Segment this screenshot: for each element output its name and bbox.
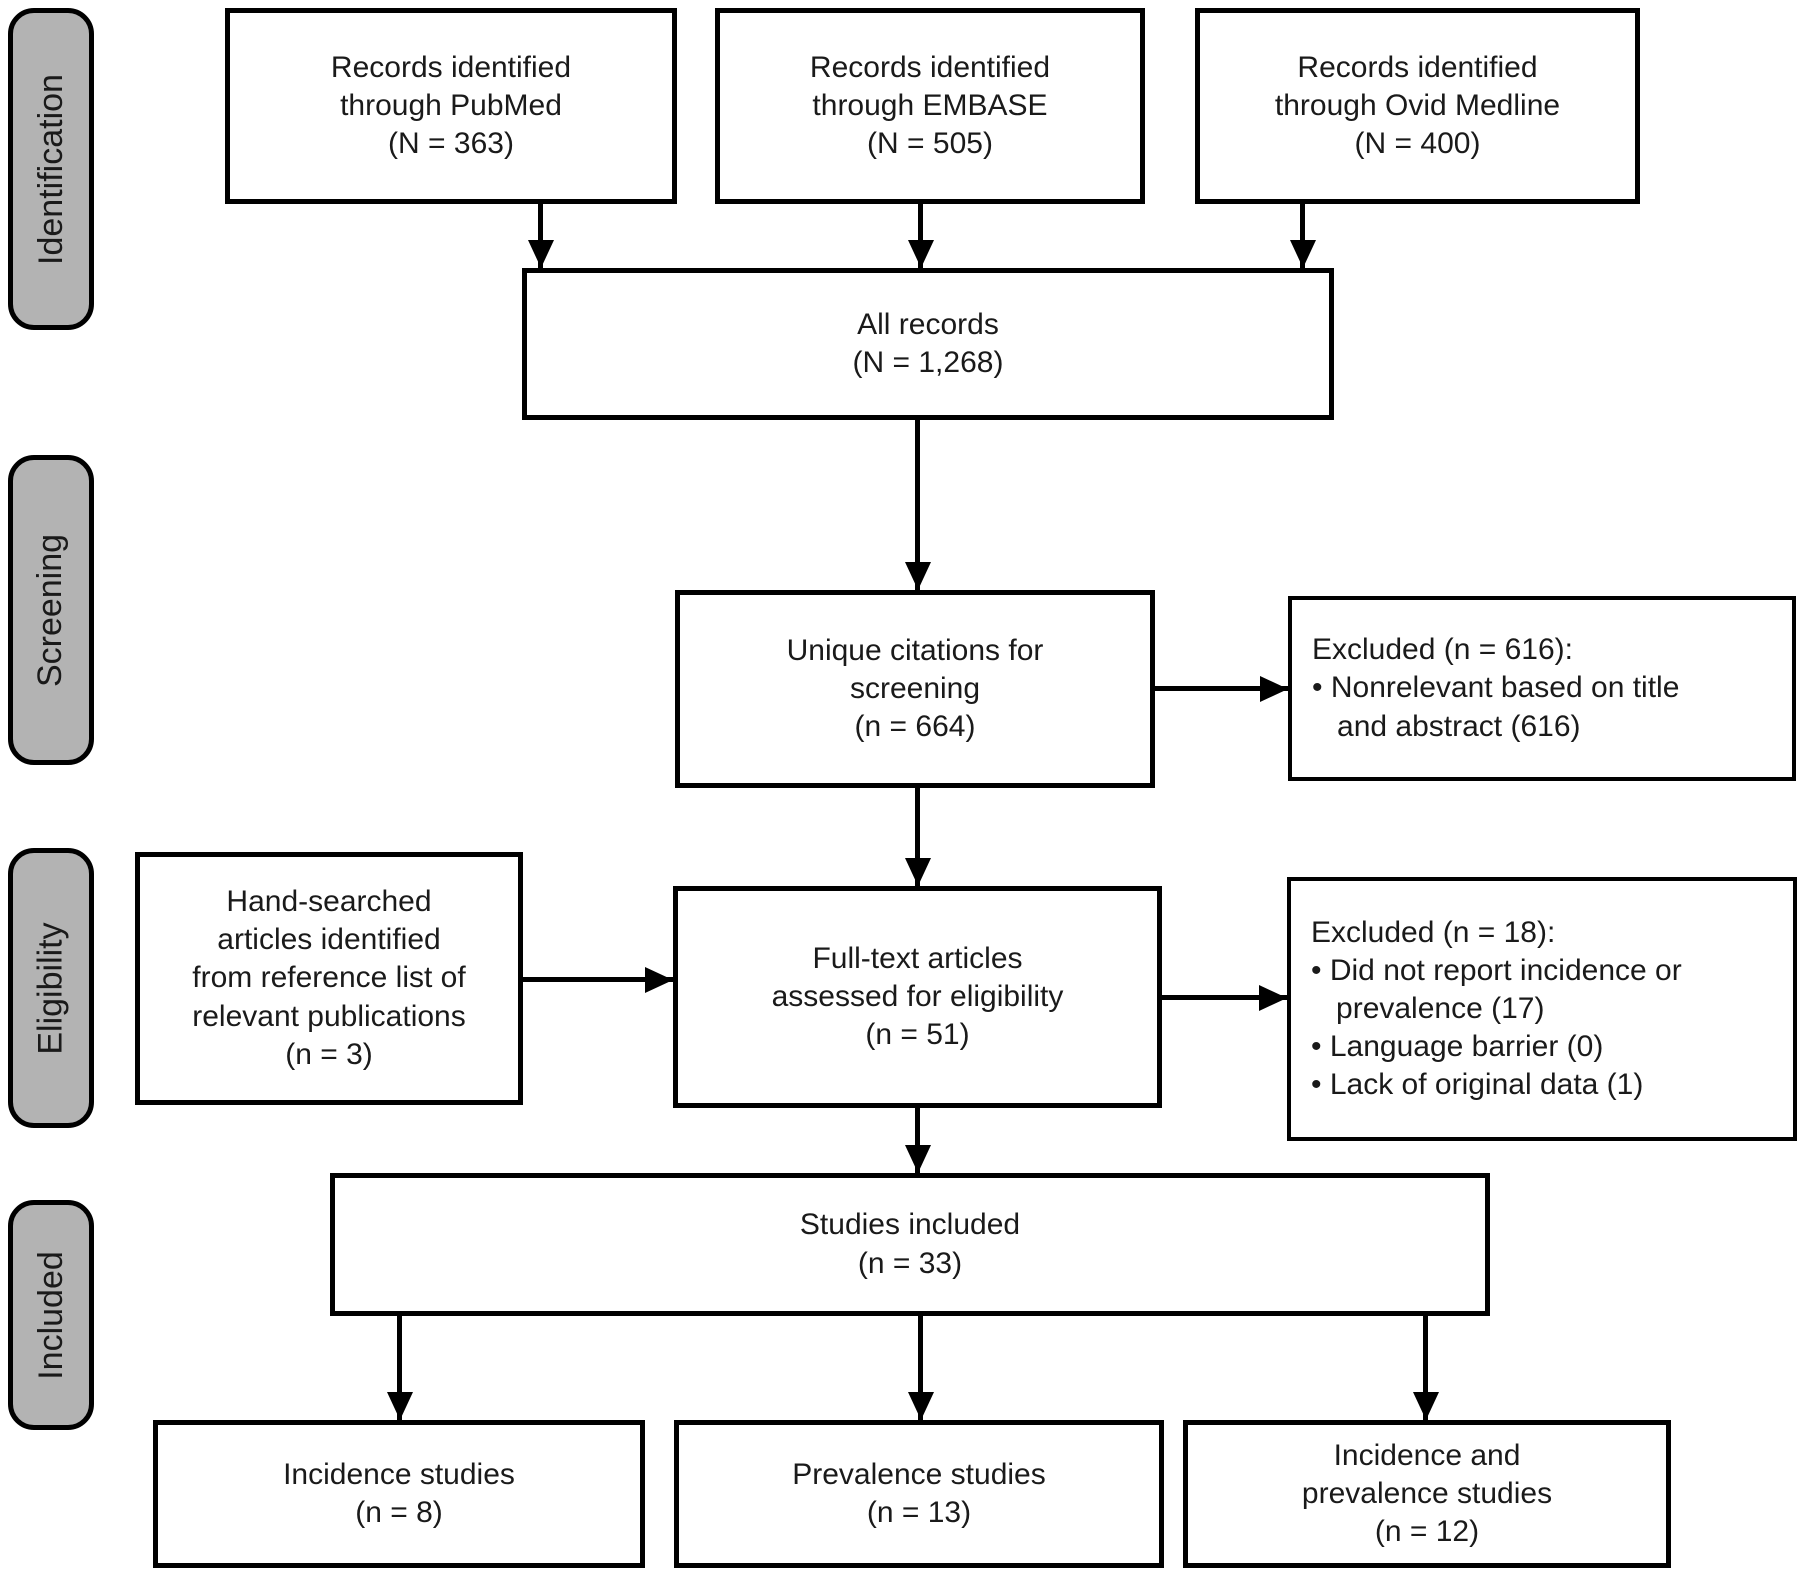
stage-label-eligibility-text: Eligibility <box>31 921 70 1055</box>
box-incidence-prevalence-studies: Incidence and prevalence studies (n = 12… <box>1183 1420 1671 1568</box>
box-records-embase-text: Records identified through EMBASE (N = 5… <box>809 50 1051 161</box>
stage-label-included-text: Included <box>31 1250 70 1380</box>
arrow-full-text-to-excluded-eligibility <box>1162 995 1287 1000</box>
arrow-studies-to-prevalence <box>918 1316 923 1420</box>
arrow-studies-to-incidence-prevalence <box>1423 1316 1428 1420</box>
box-studies-included: Studies included (n = 33) <box>330 1173 1490 1316</box>
box-unique-citations-text: Unique citations for screening (n = 664) <box>786 633 1044 744</box>
box-records-ovid-medline: Records identified through Ovid Medline … <box>1195 8 1640 204</box>
stage-label-screening: Screening <box>8 455 94 765</box>
stage-label-eligibility: Eligibility <box>8 848 94 1128</box>
box-excluded-eligibility: Excluded (n = 18): • Did not report inci… <box>1287 877 1797 1141</box>
arrow-studies-to-incidence <box>397 1316 402 1420</box>
box-full-text-assessed: Full-text articles assessed for eligibil… <box>673 886 1162 1108</box>
stage-label-screening-text: Screening <box>31 533 70 687</box>
box-excluded-eligibility-text: Excluded (n = 18): • Did not report inci… <box>1311 915 1682 1102</box>
box-records-pubmed-text: Records identified through PubMed (N = 3… <box>330 50 572 161</box>
box-excluded-screening-text: Excluded (n = 616): • Nonrelevant based … <box>1312 633 1680 743</box>
box-prevalence-studies-text: Prevalence studies (n = 13) <box>792 1457 1046 1529</box>
box-all-records-text: All records (N = 1,268) <box>852 307 1004 379</box>
box-excluded-screening: Excluded (n = 616): • Nonrelevant based … <box>1288 596 1796 781</box>
stage-label-identification-text: Identification <box>31 73 70 265</box>
arrow-unique-citations-to-full-text <box>915 788 920 886</box>
stage-label-identification: Identification <box>8 8 94 330</box>
box-records-ovid-medline-text: Records identified through Ovid Medline … <box>1274 50 1561 161</box>
box-unique-citations: Unique citations for screening (n = 664) <box>675 590 1155 788</box>
arrow-ovid-to-all-records <box>1300 204 1305 268</box>
box-all-records: All records (N = 1,268) <box>522 268 1334 420</box>
arrow-full-text-to-studies-included <box>915 1108 920 1173</box>
box-incidence-studies-text: Incidence studies (n = 8) <box>283 1457 515 1529</box>
box-prevalence-studies: Prevalence studies (n = 13) <box>674 1420 1164 1568</box>
box-hand-searched: Hand-searched articles identified from r… <box>135 852 523 1105</box>
arrow-unique-citations-to-excluded-screening <box>1155 686 1288 691</box>
arrow-all-records-to-unique-citations <box>915 420 920 590</box>
box-incidence-studies: Incidence studies (n = 8) <box>153 1420 645 1568</box>
box-full-text-assessed-text: Full-text articles assessed for eligibil… <box>771 941 1064 1052</box>
box-hand-searched-text: Hand-searched articles identified from r… <box>192 885 466 1071</box>
box-incidence-prevalence-studies-text: Incidence and prevalence studies (n = 12… <box>1301 1438 1553 1549</box>
arrow-embase-to-all-records <box>918 204 923 268</box>
box-records-pubmed: Records identified through PubMed (N = 3… <box>225 8 677 204</box>
arrow-pubmed-to-all-records <box>538 204 543 268</box>
arrow-hand-searched-to-full-text <box>523 977 673 982</box>
box-studies-included-text: Studies included (n = 33) <box>799 1208 1021 1280</box>
stage-label-included: Included <box>8 1200 94 1430</box>
box-records-embase: Records identified through EMBASE (N = 5… <box>715 8 1145 204</box>
